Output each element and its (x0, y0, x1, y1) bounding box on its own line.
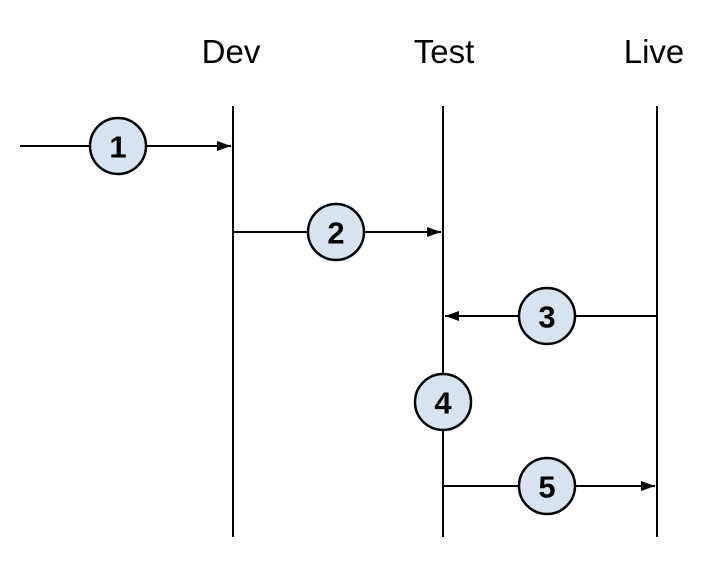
step-node-5 (517, 456, 577, 516)
step-number-4: 4 (434, 386, 452, 421)
step-number-2: 2 (327, 216, 344, 251)
steps: 1 2 3 4 5 (88, 116, 577, 516)
step-number-3: 3 (538, 300, 555, 335)
lane-label-live: Live (624, 33, 685, 70)
step-node-3 (517, 286, 577, 346)
step-number-5: 5 (538, 470, 555, 505)
lane-label-dev: Dev (202, 33, 261, 70)
step-number-1: 1 (109, 130, 126, 165)
step-node-4 (413, 372, 473, 432)
lanes: Dev Test Live (202, 33, 685, 537)
step-node-1 (88, 116, 148, 176)
lane-label-test: Test (414, 33, 475, 70)
step-node-2 (306, 202, 366, 262)
